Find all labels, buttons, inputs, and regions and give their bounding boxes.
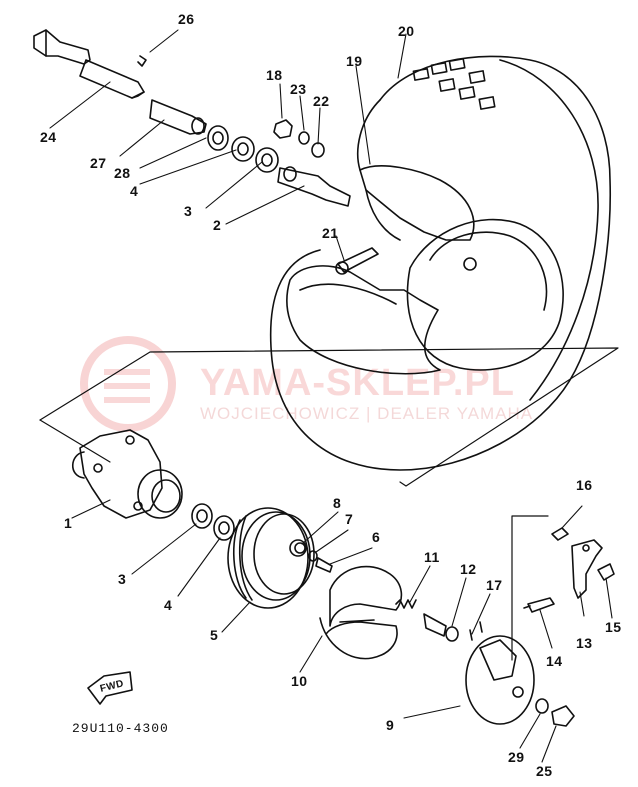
callout-19: 19 <box>346 53 363 69</box>
brake-cam <box>423 613 459 642</box>
diagram-code: 29U110-4300 <box>72 721 169 736</box>
nut-washers <box>273 119 325 158</box>
hub <box>71 429 183 519</box>
callout-8: 8 <box>333 495 342 511</box>
brake-shoes <box>319 565 403 660</box>
callout-16: 16 <box>576 477 593 493</box>
cotter-pin <box>137 55 147 67</box>
callout-25: 25 <box>536 763 553 779</box>
collar-sleeve <box>149 99 207 135</box>
callout-26: 26 <box>178 11 195 27</box>
valve-stem <box>335 247 379 275</box>
callout-18: 18 <box>266 67 283 83</box>
spacer <box>277 166 351 207</box>
washer-29 <box>535 698 549 714</box>
callout-4-lower: 4 <box>164 597 173 613</box>
bearing-lower-2 <box>213 515 235 541</box>
callout-3-upper: 3 <box>184 203 193 219</box>
leader-lines <box>49 29 613 763</box>
washer <box>551 527 569 541</box>
callout-9: 9 <box>386 717 395 733</box>
rim-outer <box>359 165 564 371</box>
pins <box>469 621 483 641</box>
callout-23: 23 <box>290 81 307 97</box>
callout-27: 27 <box>90 155 107 171</box>
brake-panel <box>465 635 535 725</box>
brake-drum <box>227 507 315 609</box>
callout-17: 17 <box>486 577 503 593</box>
bolt-washer <box>294 542 333 573</box>
spring <box>395 599 417 609</box>
callout-21: 21 <box>322 225 339 241</box>
brake-arm <box>571 539 603 599</box>
bearing-oil-seal <box>207 125 229 151</box>
callout-22: 22 <box>313 93 330 109</box>
axle <box>79 59 145 99</box>
callout-24: 24 <box>40 129 57 145</box>
callout-10: 10 <box>291 673 308 689</box>
nut <box>597 563 615 581</box>
tire <box>269 55 612 471</box>
callout-11: 11 <box>424 549 440 565</box>
callout-5: 5 <box>210 627 219 643</box>
axle-bolt <box>33 29 91 65</box>
bearing-upper <box>231 136 255 162</box>
callout-13: 13 <box>576 635 593 651</box>
callout-20: 20 <box>398 23 415 39</box>
callout-4-upper: 4 <box>130 183 139 199</box>
callout-6: 6 <box>372 529 381 545</box>
callout-7: 7 <box>345 511 354 527</box>
callout-3-lower: 3 <box>118 571 127 587</box>
callout-12: 12 <box>460 561 477 577</box>
bearing-lower-1 <box>191 503 213 529</box>
rim-inner <box>286 265 441 375</box>
plane-outline <box>39 347 619 487</box>
watermark-subtitle: WOJCIECHOWICZ | DEALER YAMAHA <box>200 404 534 423</box>
axle-nut <box>551 705 575 727</box>
callout-15: 15 <box>605 619 622 635</box>
callout-2: 2 <box>213 217 222 233</box>
callout-29: 29 <box>508 749 525 765</box>
forward-arrow-icon <box>87 671 133 705</box>
callout-1: 1 <box>64 515 73 531</box>
bolt <box>523 597 555 613</box>
callout-28: 28 <box>114 165 131 181</box>
bearing-upper-2 <box>255 147 279 173</box>
callout-14: 14 <box>546 653 563 669</box>
